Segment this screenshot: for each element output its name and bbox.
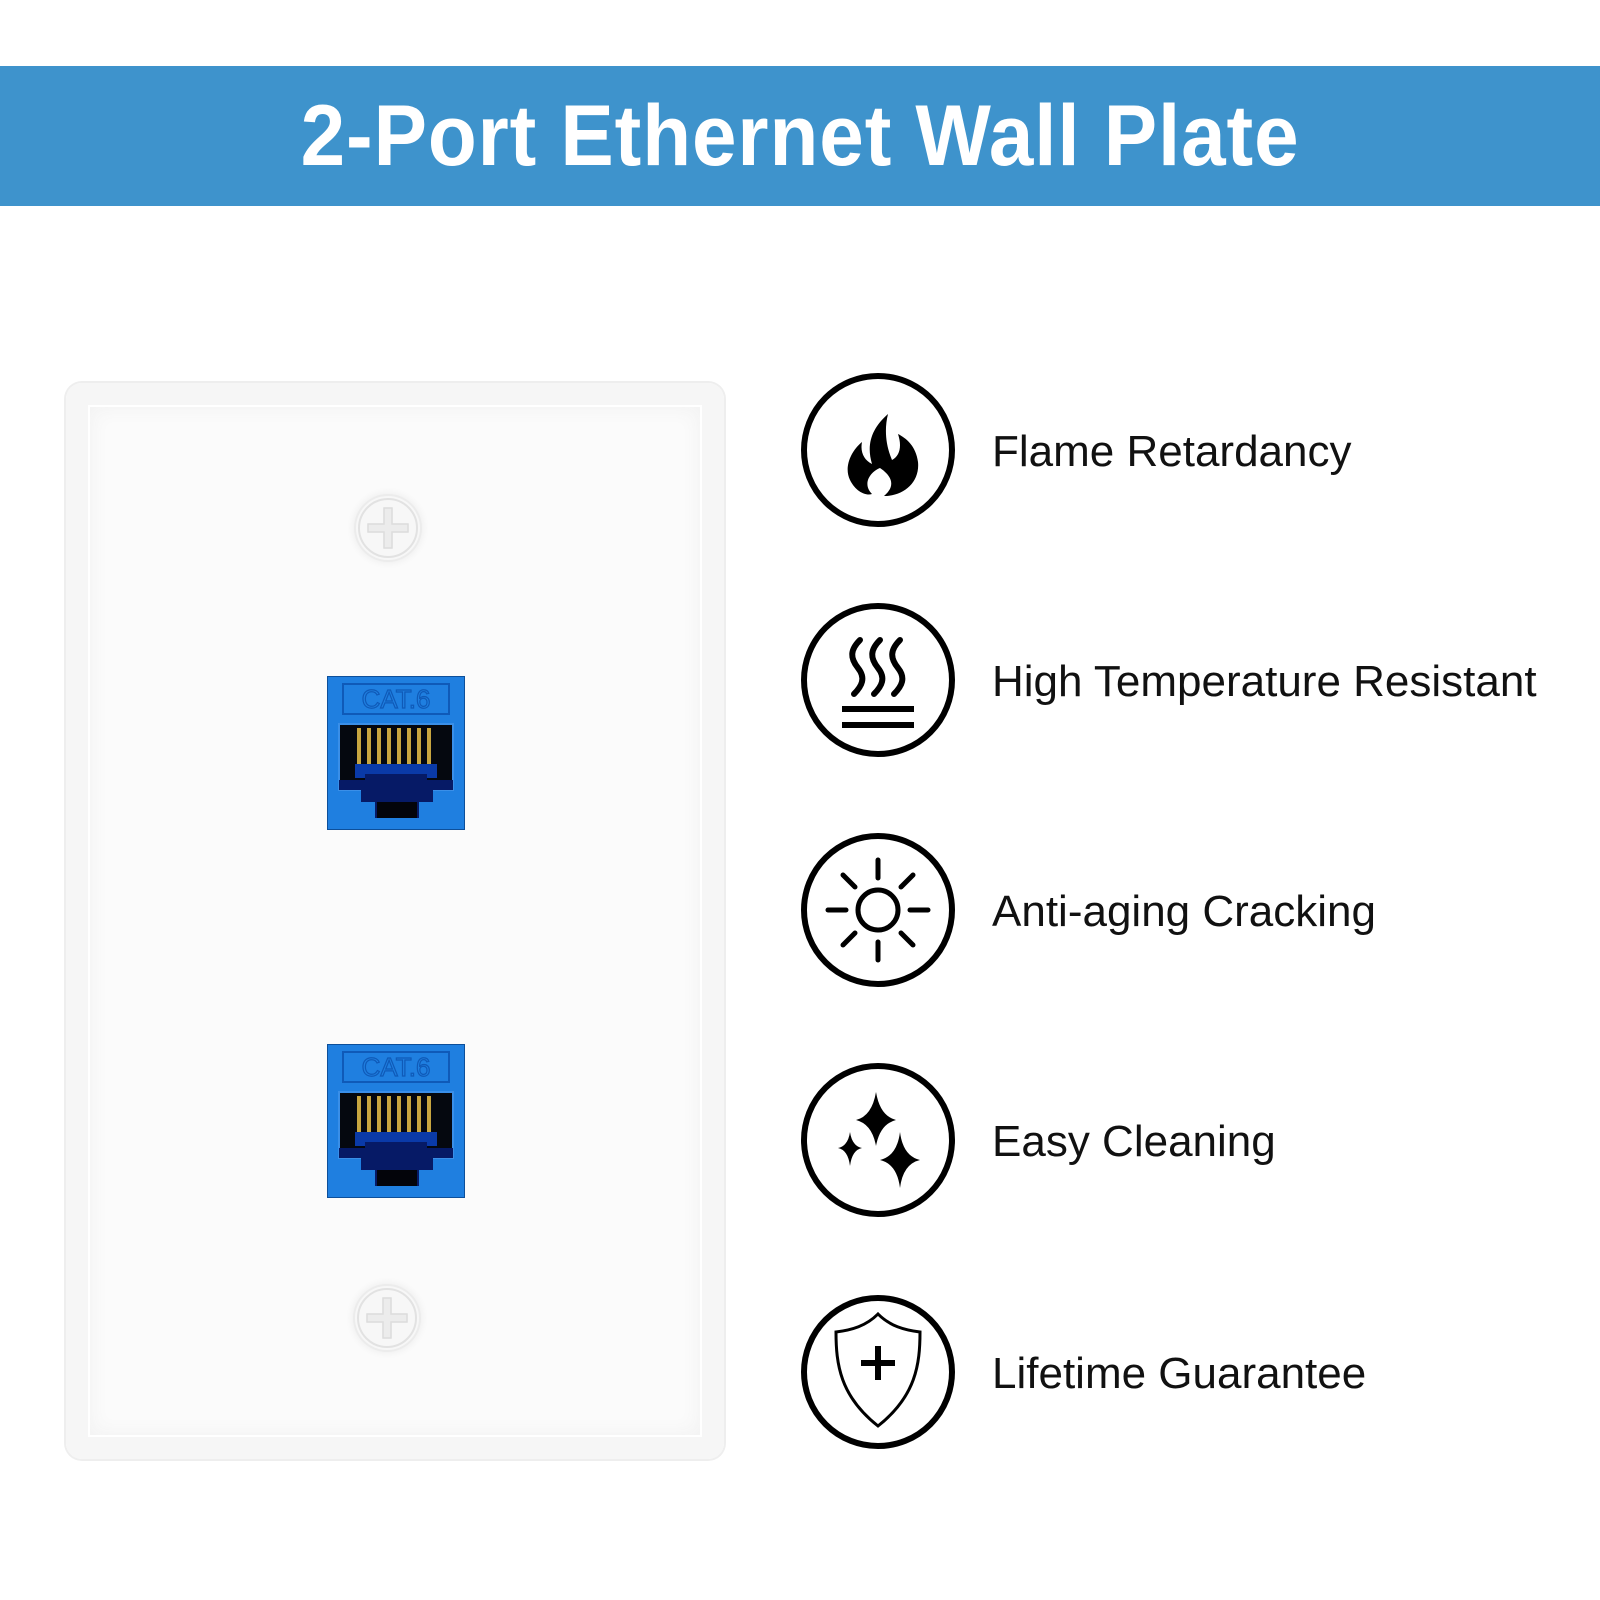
feature-label: Easy Cleaning: [992, 1117, 1276, 1166]
flame-icon: [801, 373, 955, 527]
screw-icon: [356, 496, 420, 560]
shield-plus-icon: [801, 1295, 955, 1449]
cat6-label: CAT.6: [362, 1052, 431, 1082]
heat-waves-icon: [801, 603, 955, 757]
sparkles-icon: [801, 1063, 955, 1217]
ethernet-port-1: CAT.6: [326, 675, 466, 831]
feature-flame-retardancy: Flame Retardancy: [800, 372, 1580, 532]
feature-label: Flame Retardancy: [992, 427, 1352, 476]
wall-plate-image: CAT.6 CAT.6: [66, 383, 724, 1459]
feature-high-temperature-resistant: High Temperature Resistant: [800, 602, 1580, 762]
feature-label: Anti-aging Cracking: [992, 887, 1376, 936]
page-title: 2-Port Ethernet Wall Plate: [300, 87, 1300, 184]
cat6-label: CAT.6: [362, 684, 431, 714]
feature-easy-cleaning: Easy Cleaning: [800, 1062, 1580, 1222]
feature-label: Lifetime Guarantee: [992, 1349, 1367, 1398]
sun-icon: [801, 833, 955, 987]
feature-lifetime-guarantee: Lifetime Guarantee: [800, 1294, 1580, 1454]
feature-anti-aging-cracking: Anti-aging Cracking: [800, 832, 1580, 992]
screw-icon: [355, 1286, 419, 1350]
feature-label: High Temperature Resistant: [992, 657, 1537, 706]
title-banner: 2-Port Ethernet Wall Plate: [0, 66, 1600, 206]
ethernet-port-2: CAT.6: [326, 1043, 466, 1199]
